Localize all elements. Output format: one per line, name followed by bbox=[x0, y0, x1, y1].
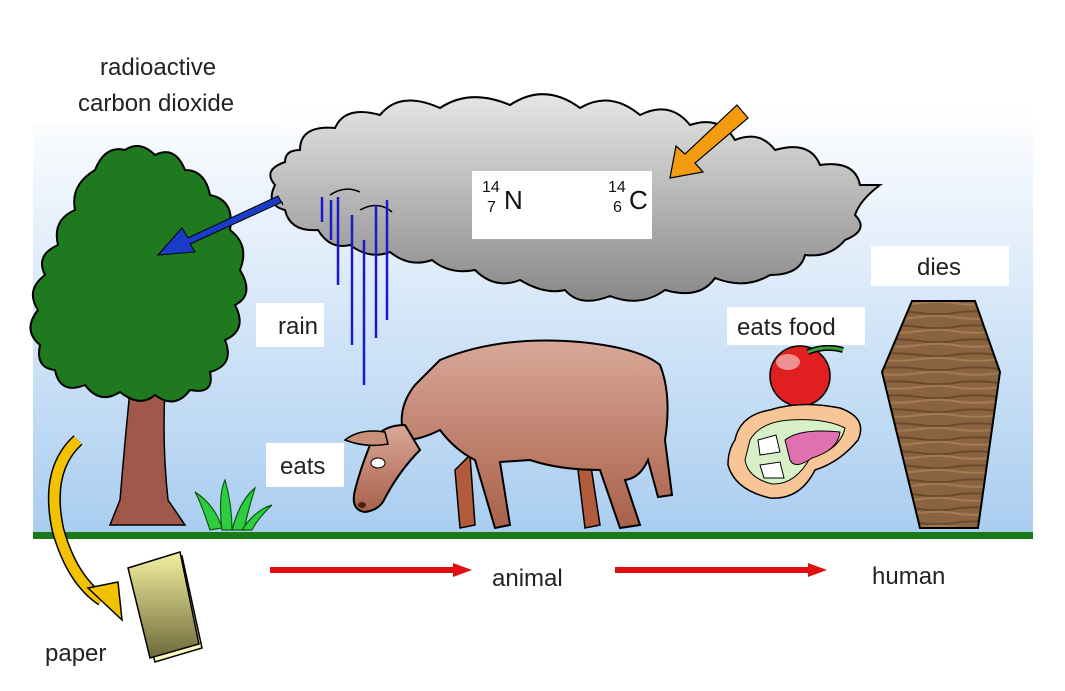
nitrogen-symbol: N bbox=[504, 185, 523, 215]
eats-label: eats bbox=[266, 443, 344, 487]
carbon-mass-number: 14 bbox=[608, 179, 626, 196]
cosmic-ray-arrow-orange bbox=[669, 104, 749, 179]
apple bbox=[769, 344, 844, 407]
carbon-atomic-number: 6 bbox=[613, 199, 622, 216]
tree bbox=[29, 145, 248, 526]
paper-sheet bbox=[127, 551, 203, 663]
radioactive-co2-label-line2: carbon dioxide bbox=[78, 90, 235, 117]
grass-tuft bbox=[194, 478, 273, 531]
nitrogen-mass-number: 14 bbox=[482, 179, 500, 196]
nuclear-reaction-box: 14 7 N 14 6 C bbox=[472, 171, 652, 239]
coffin bbox=[880, 300, 1002, 529]
eats-food-label: eats food bbox=[727, 307, 865, 345]
dies-label: dies bbox=[871, 246, 1009, 286]
animal-label: animal bbox=[492, 565, 563, 592]
carbon-symbol: C bbox=[629, 185, 648, 215]
food-chain-arrow-2 bbox=[615, 563, 827, 577]
paper-arrow-yellow bbox=[47, 435, 123, 622]
rain-lines bbox=[320, 197, 389, 385]
paper-label: paper bbox=[45, 640, 107, 667]
food-chain-arrow-1 bbox=[270, 563, 472, 577]
human-label: human bbox=[872, 563, 946, 590]
co2-arrow-blue bbox=[156, 195, 284, 256]
cow bbox=[343, 339, 674, 530]
steak bbox=[727, 403, 862, 499]
nitrogen-atomic-number: 7 bbox=[487, 199, 496, 216]
ground-line bbox=[33, 532, 1033, 539]
rain-label: rain bbox=[256, 303, 324, 347]
radioactive-co2-label-line1: radioactive bbox=[100, 54, 217, 81]
